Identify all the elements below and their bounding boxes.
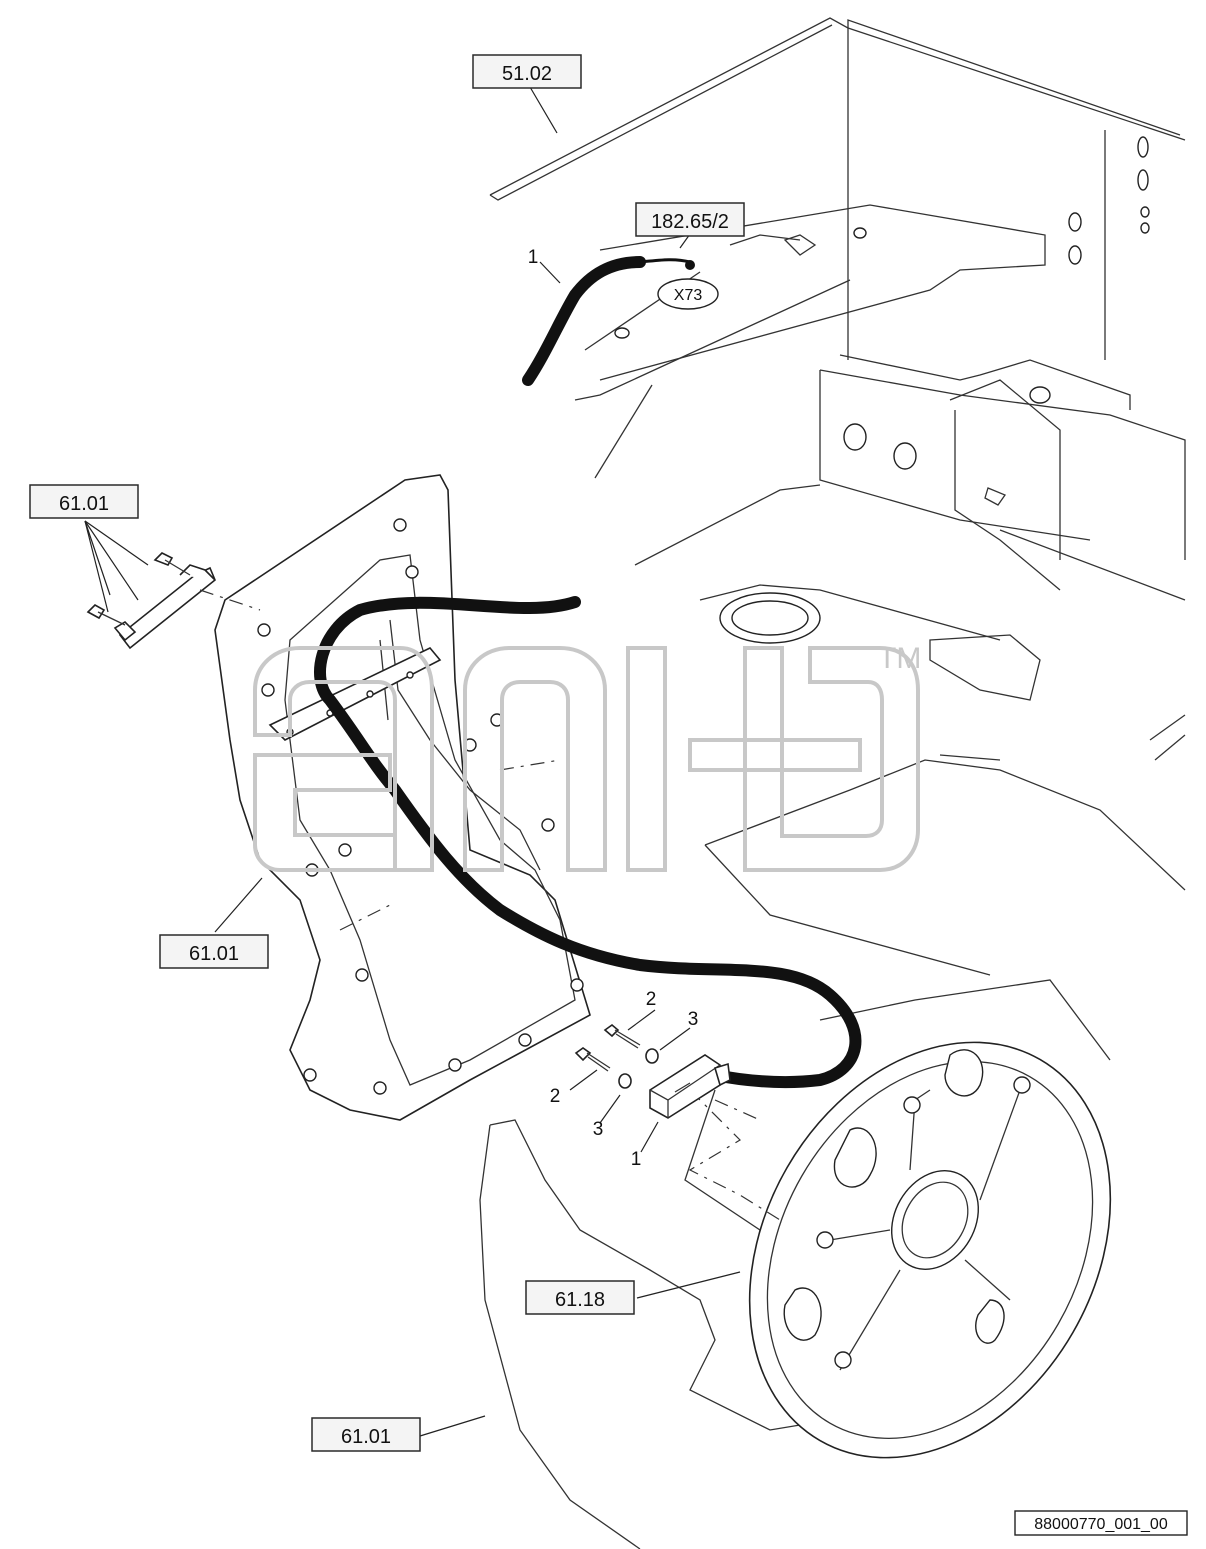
watermark-logo bbox=[253, 646, 920, 872]
ref-label-51-02: 51.02 bbox=[502, 63, 552, 85]
leader-lines bbox=[84, 86, 741, 1437]
ref-box-61-01-plate[interactable]: 61.01 bbox=[159, 934, 269, 969]
ref-box-182-65-2[interactable]: 182.65/2 bbox=[635, 202, 745, 237]
ref-label-182-65-2: 182.65/2 bbox=[651, 211, 729, 233]
flywheel-disc bbox=[479, 979, 1112, 1549]
ref-box-51-02[interactable]: 51.02 bbox=[472, 54, 582, 89]
assembly-centerlines bbox=[688, 1089, 781, 1221]
callout-3-lower-washer: 3 bbox=[593, 1119, 604, 1140]
connector-x73-label: X73 bbox=[674, 287, 703, 304]
ref-box-61-01-clip[interactable]: 61.01 bbox=[29, 484, 139, 519]
chassis-frame bbox=[489, 17, 1186, 976]
watermark-tm: TM bbox=[878, 642, 921, 675]
ref-label-61-01-clip: 61.01 bbox=[59, 493, 109, 515]
ref-label-61-01-plate: 61.01 bbox=[189, 943, 239, 965]
ref-label-61-01-housing: 61.01 bbox=[341, 1426, 391, 1448]
callout-2-upper-bolt: 2 bbox=[646, 989, 657, 1010]
harness-upper bbox=[522, 256, 695, 386]
drawing-id-label: 88000770_001_00 bbox=[1034, 1516, 1168, 1533]
callout-1-sensor: 1 bbox=[631, 1149, 642, 1170]
callout-3-upper-washer: 3 bbox=[688, 1009, 699, 1030]
callout-1-harness: 1 bbox=[528, 247, 539, 268]
ref-box-61-18[interactable]: 61.18 bbox=[525, 1280, 635, 1315]
connector-x73[interactable]: X73 bbox=[657, 278, 719, 310]
harness-sensor-cable bbox=[314, 596, 862, 1089]
ref-label-61-18: 61.18 bbox=[555, 1289, 605, 1311]
ref-box-61-01-housing[interactable]: 61.01 bbox=[311, 1417, 421, 1452]
clip-and-bolts-assembly bbox=[86, 552, 261, 650]
callout-2-lower-bolt: 2 bbox=[550, 1086, 561, 1107]
speed-sensor-assembly bbox=[574, 1023, 731, 1119]
drawing-id-box: 88000770_001_00 bbox=[1014, 1510, 1188, 1536]
